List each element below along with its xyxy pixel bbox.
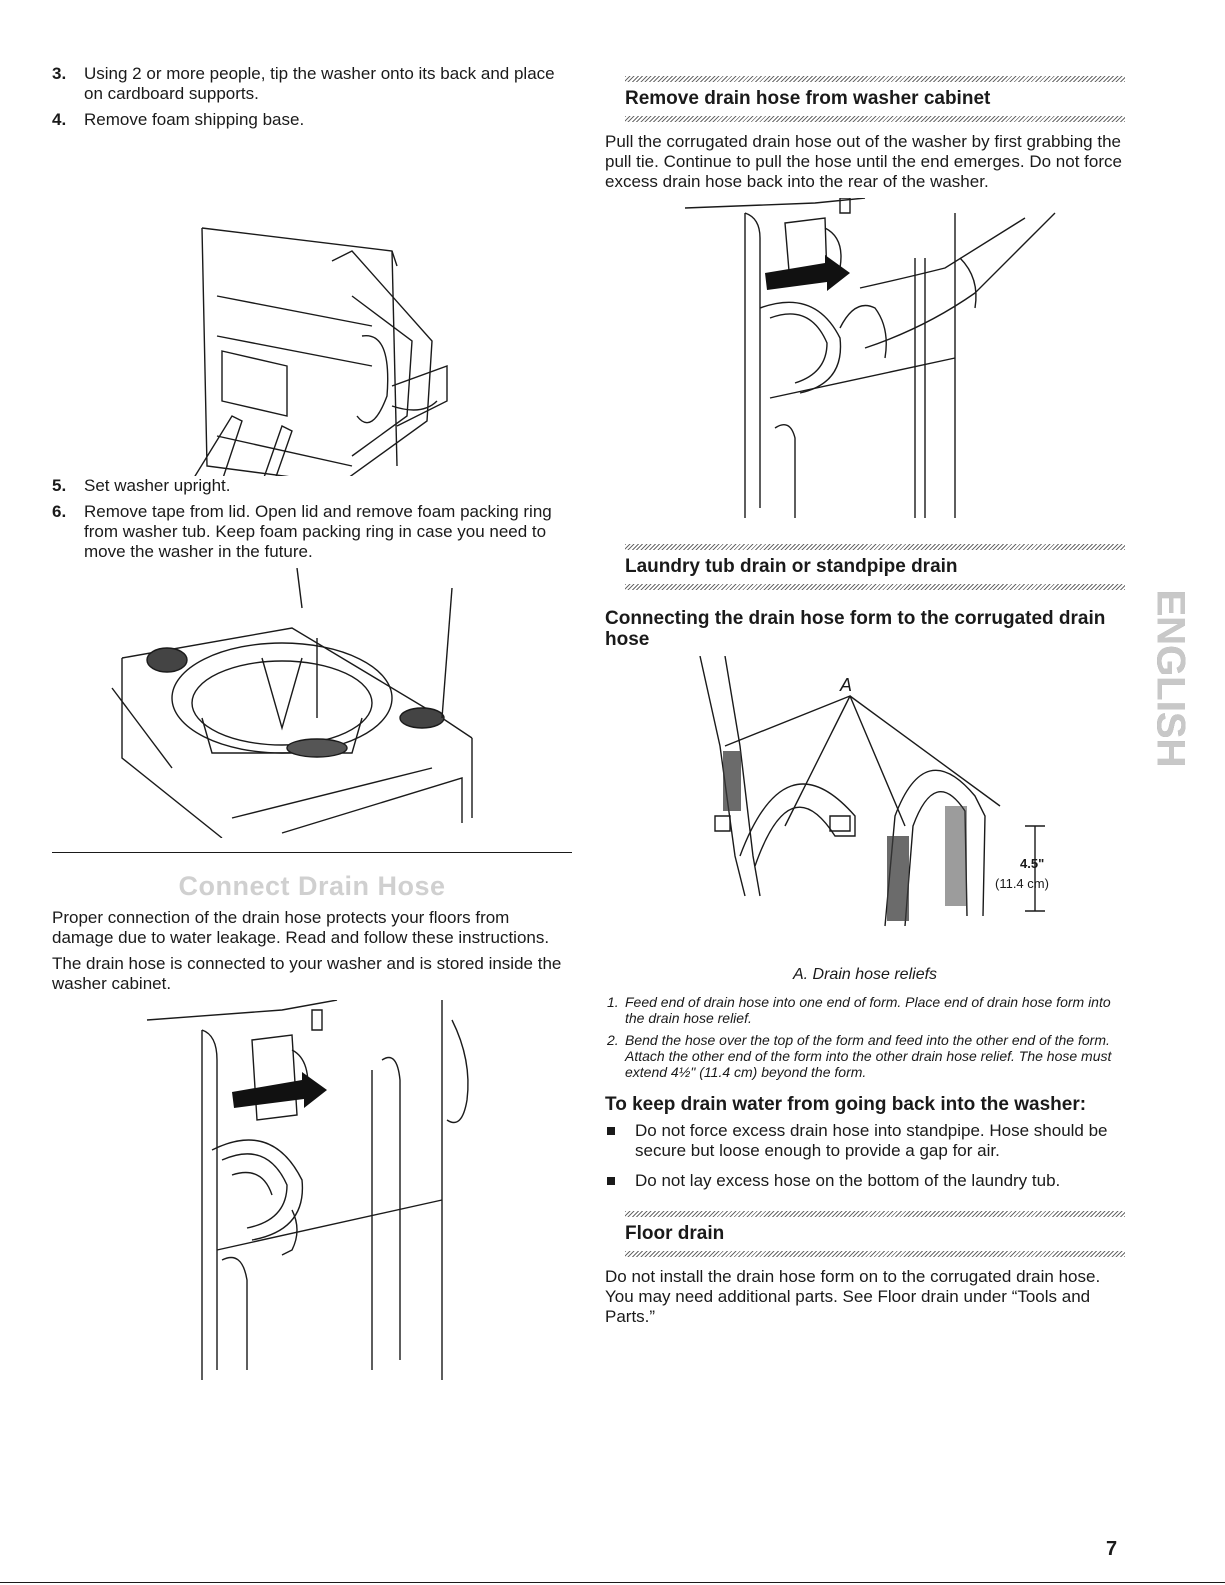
hatch-bar	[625, 544, 1125, 550]
step-5: 5. Set washer upright.	[52, 476, 572, 496]
form-step-2: 2. Bend the hose over the top of the for…	[605, 1032, 1125, 1080]
subheading-keep-water: To keep drain water from going back into…	[605, 1094, 1087, 1115]
figure-label-a: A	[839, 675, 852, 695]
hatch-bar	[625, 116, 1125, 122]
bullet-text: Do not lay excess hose on the bottom of …	[635, 1171, 1061, 1190]
step-text: Feed end of drain hose into one end of f…	[625, 994, 1111, 1026]
left-column: 3. Using 2 or more people, tip the washe…	[52, 64, 572, 1380]
dimension-inches: 4.5"	[1020, 856, 1044, 871]
step-6: 6. Remove tape from lid. Open lid and re…	[52, 502, 572, 562]
bullet-square-icon	[607, 1127, 615, 1135]
heading-text: Floor drain	[625, 1223, 725, 1244]
step-number: 5.	[52, 476, 67, 495]
floor-drain-paragraph: Do not install the drain hose form on to…	[605, 1267, 1101, 1326]
step-text: Set washer upright.	[84, 476, 231, 495]
remove-paragraph: Pull the corrugated drain hose out of th…	[605, 132, 1122, 191]
heading-remove-drain-hose: Remove drain hose from washer cabinet	[605, 76, 1125, 132]
hatch-bar	[625, 76, 1125, 82]
page-number: 7	[1106, 1538, 1118, 1560]
step-text: Remove tape from lid. Open lid and remov…	[84, 502, 552, 561]
language-side-tab: ENGLISH	[1148, 568, 1193, 788]
hatch-bar	[625, 1251, 1125, 1257]
section-title: Connect Drain Hose	[178, 871, 446, 901]
washer-tub-illustration	[111, 568, 473, 838]
drain-hose-cabinet-illustration	[146, 1000, 469, 1380]
bottom-rule	[0, 1582, 1225, 1583]
step-3: 3. Using 2 or more people, tip the washe…	[52, 64, 572, 104]
side-tab-label: ENGLISH	[1148, 589, 1193, 767]
hose-form-illustration: A 4.5" (11.4 cm)	[699, 656, 1049, 927]
subheading-connecting: Connecting the drain hose form to the co…	[605, 608, 1106, 650]
bullet-text: Do not force excess drain hose into stan…	[635, 1121, 1108, 1160]
step-number: 4.	[52, 110, 67, 129]
step-number: 3.	[52, 64, 67, 83]
hatch-bar	[625, 584, 1125, 590]
hatch-bar	[625, 1211, 1125, 1217]
step-text: Bend the hose over the top of the form a…	[625, 1032, 1112, 1080]
washer-tipped-illustration	[194, 227, 448, 476]
step-text: Remove foam shipping base.	[84, 110, 305, 129]
right-column: Remove drain hose from washer cabinet Pu…	[605, 76, 1125, 1333]
bullet-standpipe: Do not force excess drain hose into stan…	[605, 1121, 1125, 1161]
step-4: 4. Remove foam shipping base.	[52, 110, 572, 130]
step-text: Using 2 or more people, tip the washer o…	[84, 64, 555, 103]
heading-text: Laundry tub drain or standpipe drain	[625, 556, 958, 577]
intro-paragraph: Proper connection of the drain hose prot…	[52, 908, 550, 947]
heading-text: Remove drain hose from washer cabinet	[625, 88, 991, 109]
step-number: 2.	[607, 1032, 619, 1048]
dimension-cm: (11.4 cm)	[995, 876, 1049, 891]
heading-floor-drain: Floor drain	[605, 1201, 1125, 1267]
step-number: 6.	[52, 502, 67, 521]
figure-caption: A. Drain hose reliefs	[792, 966, 938, 983]
bullet-laundry-tub: Do not lay excess hose on the bottom of …	[605, 1171, 1125, 1191]
form-step-1: 1. Feed end of drain hose into one end o…	[605, 994, 1125, 1026]
bullet-square-icon	[607, 1177, 615, 1185]
section-divider	[52, 852, 572, 853]
heading-laundry-tub: Laundry tub drain or standpipe drain	[605, 534, 1125, 600]
pull-drain-hose-illustration	[684, 198, 1056, 518]
storage-paragraph: The drain hose is connected to your wash…	[52, 954, 562, 993]
step-number: 1.	[607, 994, 619, 1010]
